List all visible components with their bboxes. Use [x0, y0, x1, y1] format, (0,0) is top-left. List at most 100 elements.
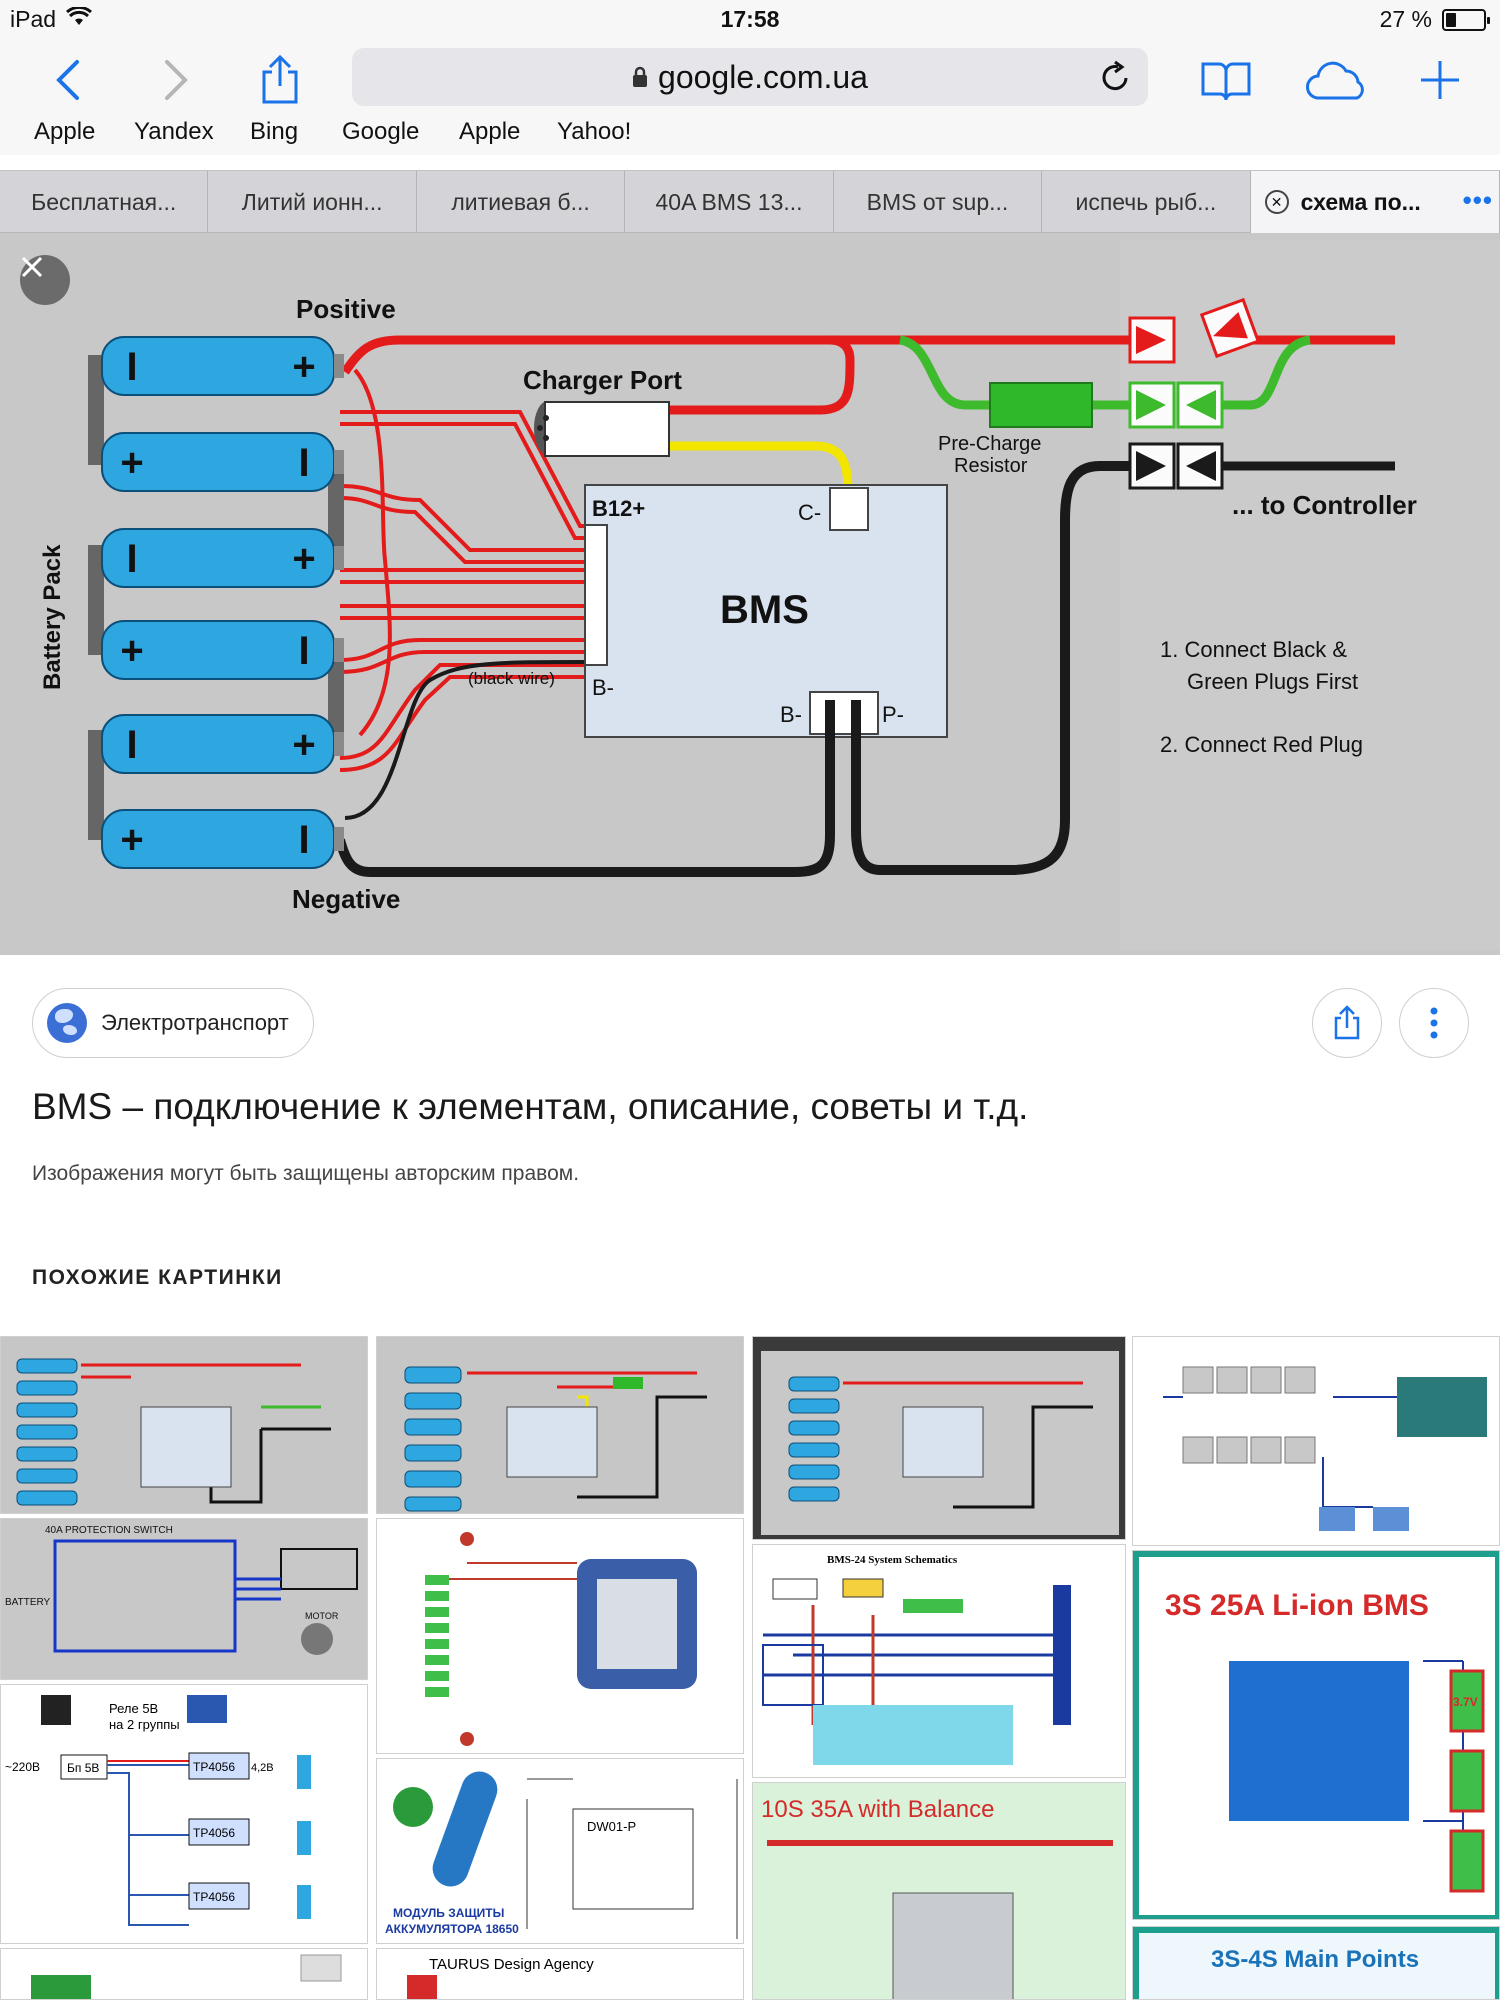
close-viewer-button[interactable]: [20, 255, 70, 305]
voltage-label: ~220В: [5, 1760, 40, 1774]
tab-6[interactable]: испечь рыб...: [1042, 171, 1251, 233]
cell-2-left-sign: +: [120, 441, 143, 485]
bookmark-google[interactable]: Google: [342, 118, 420, 145]
share-icon: [1334, 1005, 1360, 1040]
module-label-1: МОДУЛЬ ЗАЩИТЫ: [393, 1906, 504, 1920]
protection-switch-label: 40A PROTECTION SWITCH: [45, 1525, 173, 1536]
url-text: google.com.ua: [658, 58, 868, 95]
similar-thumb-13[interactable]: 3S 25A Li-ion BMS 3.7V: [1132, 1550, 1500, 1920]
bookmark-yahoo[interactable]: Yahoo!: [557, 118, 632, 145]
bms24-label: BMS-24 System Schematics: [827, 1554, 958, 1566]
tp4056-2: TP4056: [193, 1826, 235, 1840]
back-button[interactable]: [38, 50, 98, 110]
battery-thumb-label: BATTERY: [5, 1597, 51, 1608]
p-minus-label: P-: [882, 702, 904, 727]
reader-button[interactable]: [1196, 50, 1256, 110]
share-result-button[interactable]: [1312, 988, 1382, 1058]
bms3s-label: 3S 25A Li-ion BMS: [1165, 1589, 1429, 1622]
battery-pack-label: Battery Pack: [39, 544, 66, 690]
motor-label: MOTOR: [305, 1611, 339, 1621]
pre-charge-label: Pre-Charge: [938, 433, 1041, 455]
cloud-tabs-button[interactable]: [1302, 50, 1372, 110]
cell-2-right-sign: I: [298, 441, 309, 485]
negative-label: Negative: [292, 884, 400, 914]
s10-label: 10S 35A with Balance: [761, 1796, 995, 1823]
vertical-dots-icon: [1430, 1007, 1438, 1039]
similar-thumb-3[interactable]: Реле 5В на 2 группы ~220В Бп 5В TP4056 T…: [0, 1684, 368, 1944]
voltage-42: 4,2В: [251, 1762, 274, 1774]
cell-6-right-sign: I: [298, 818, 309, 862]
address-bar[interactable]: google.com.ua: [352, 48, 1148, 106]
close-icon: [21, 256, 43, 278]
relay-label-1: Реле 5В: [109, 1701, 158, 1716]
close-tab-icon[interactable]: ✕: [1264, 190, 1289, 214]
similar-thumb-9[interactable]: [752, 1336, 1126, 1540]
more-icon[interactable]: •••: [1462, 185, 1493, 215]
cloud-icon: [1306, 61, 1364, 100]
source-chip[interactable]: Электротранспорт: [32, 988, 314, 1058]
b12-label: B12+: [592, 496, 645, 521]
similar-thumb-6[interactable]: [376, 1518, 744, 1754]
similar-thumb-4[interactable]: [0, 1948, 368, 2000]
similar-thumb-7[interactable]: МОДУЛЬ ЗАЩИТЫ АККУМУЛЯТОРА 18650 DW01-P: [376, 1758, 744, 1944]
similar-thumb-10[interactable]: BMS-24 System Schematics: [752, 1544, 1126, 1778]
clock: 17:58: [720, 6, 780, 32]
main-points-label: 3S-4S Main Points: [1211, 1946, 1419, 1973]
to-controller-label: ... to Controller: [1232, 490, 1417, 520]
cell-1-left-sign: I: [126, 345, 137, 389]
new-tab-button[interactable]: [1410, 50, 1470, 110]
tab-4[interactable]: 40A BMS 13...: [625, 171, 834, 233]
share-button[interactable]: [250, 50, 310, 110]
tab-strip: Бесплатная... Литий ионн... литиевая б..…: [0, 170, 1500, 233]
device-name: iPad: [10, 6, 57, 32]
b-minus-label: B-: [780, 702, 802, 727]
reload-icon[interactable]: [1100, 60, 1132, 102]
bms-wiring-diagram: I + + I I + + I I + + I Positive Negativ…: [0, 233, 1500, 955]
more-options-button[interactable]: [1399, 988, 1469, 1058]
share-icon: [262, 54, 298, 104]
similar-thumb-14[interactable]: 3S-4S Main Points: [1132, 1926, 1500, 2000]
charger-port-label: Charger Port: [523, 365, 682, 395]
cell-6-left-sign: +: [120, 818, 143, 862]
chevron-right-icon: [165, 60, 188, 100]
b-minus-left-label: B-: [592, 675, 614, 700]
similar-thumb-8[interactable]: TAURUS Design Agency: [376, 1948, 744, 2000]
bookmark-apple[interactable]: Apple: [34, 118, 96, 145]
bookmark-bing[interactable]: Bing: [250, 118, 299, 145]
bookmark-apple-2[interactable]: Apple: [459, 118, 521, 145]
tab-1[interactable]: Бесплатная...: [0, 171, 209, 233]
bookmark-yandex[interactable]: Yandex: [134, 118, 214, 145]
similar-thumb-11[interactable]: 10S 35A with Balance: [752, 1782, 1126, 2000]
copyright-notice: Изображения могут быть защищены авторски…: [32, 1162, 580, 1185]
tab-3[interactable]: литиевая б...: [417, 171, 626, 233]
cell-4-left-sign: +: [120, 629, 143, 673]
cell-4-right-sign: I: [298, 629, 309, 673]
similar-heading: ПОХОЖИЕ КАРТИНКИ: [32, 1266, 283, 1289]
tp4056-3: TP4056: [193, 1890, 235, 1904]
book-icon: [1201, 62, 1251, 101]
globe-icon: [47, 1003, 87, 1043]
tp4056-1: TP4056: [193, 1760, 235, 1774]
tab-2[interactable]: Литий ионн...: [208, 171, 417, 233]
dw01-label: DW01-P: [587, 1819, 636, 1834]
battery-icon: [1442, 8, 1490, 31]
similar-thumb-5[interactable]: [376, 1336, 744, 1514]
tab-active[interactable]: ✕ схема по... •••: [1250, 171, 1500, 233]
forward-button[interactable]: [146, 50, 206, 110]
cell-3-left-sign: I: [126, 537, 137, 581]
bp-label: Бп 5В: [67, 1761, 99, 1775]
bms-label: BMS: [720, 588, 809, 632]
active-tab-label: схема по...: [1300, 188, 1421, 215]
cell-1-right-sign: +: [292, 345, 315, 389]
step2-label: 2. Connect Red Plug: [1160, 732, 1363, 757]
plus-icon: [1421, 61, 1459, 99]
status-bar: iPad 17:58 27 %: [0, 0, 1500, 40]
similar-thumb-1[interactable]: [0, 1336, 368, 1514]
similar-thumb-2[interactable]: 40A PROTECTION SWITCH BATTERY MOTOR: [0, 1518, 368, 1680]
image-viewer[interactable]: I + + I I + + I I + + I Positive Negativ…: [0, 233, 1500, 955]
positive-label: Positive: [296, 294, 396, 324]
result-title[interactable]: BMS – подключение к элементам, описание,…: [32, 1086, 1029, 1127]
relay-label-2: на 2 группы: [109, 1717, 180, 1732]
similar-thumb-12[interactable]: [1132, 1336, 1500, 1546]
tab-5[interactable]: BMS от sup...: [834, 171, 1043, 233]
